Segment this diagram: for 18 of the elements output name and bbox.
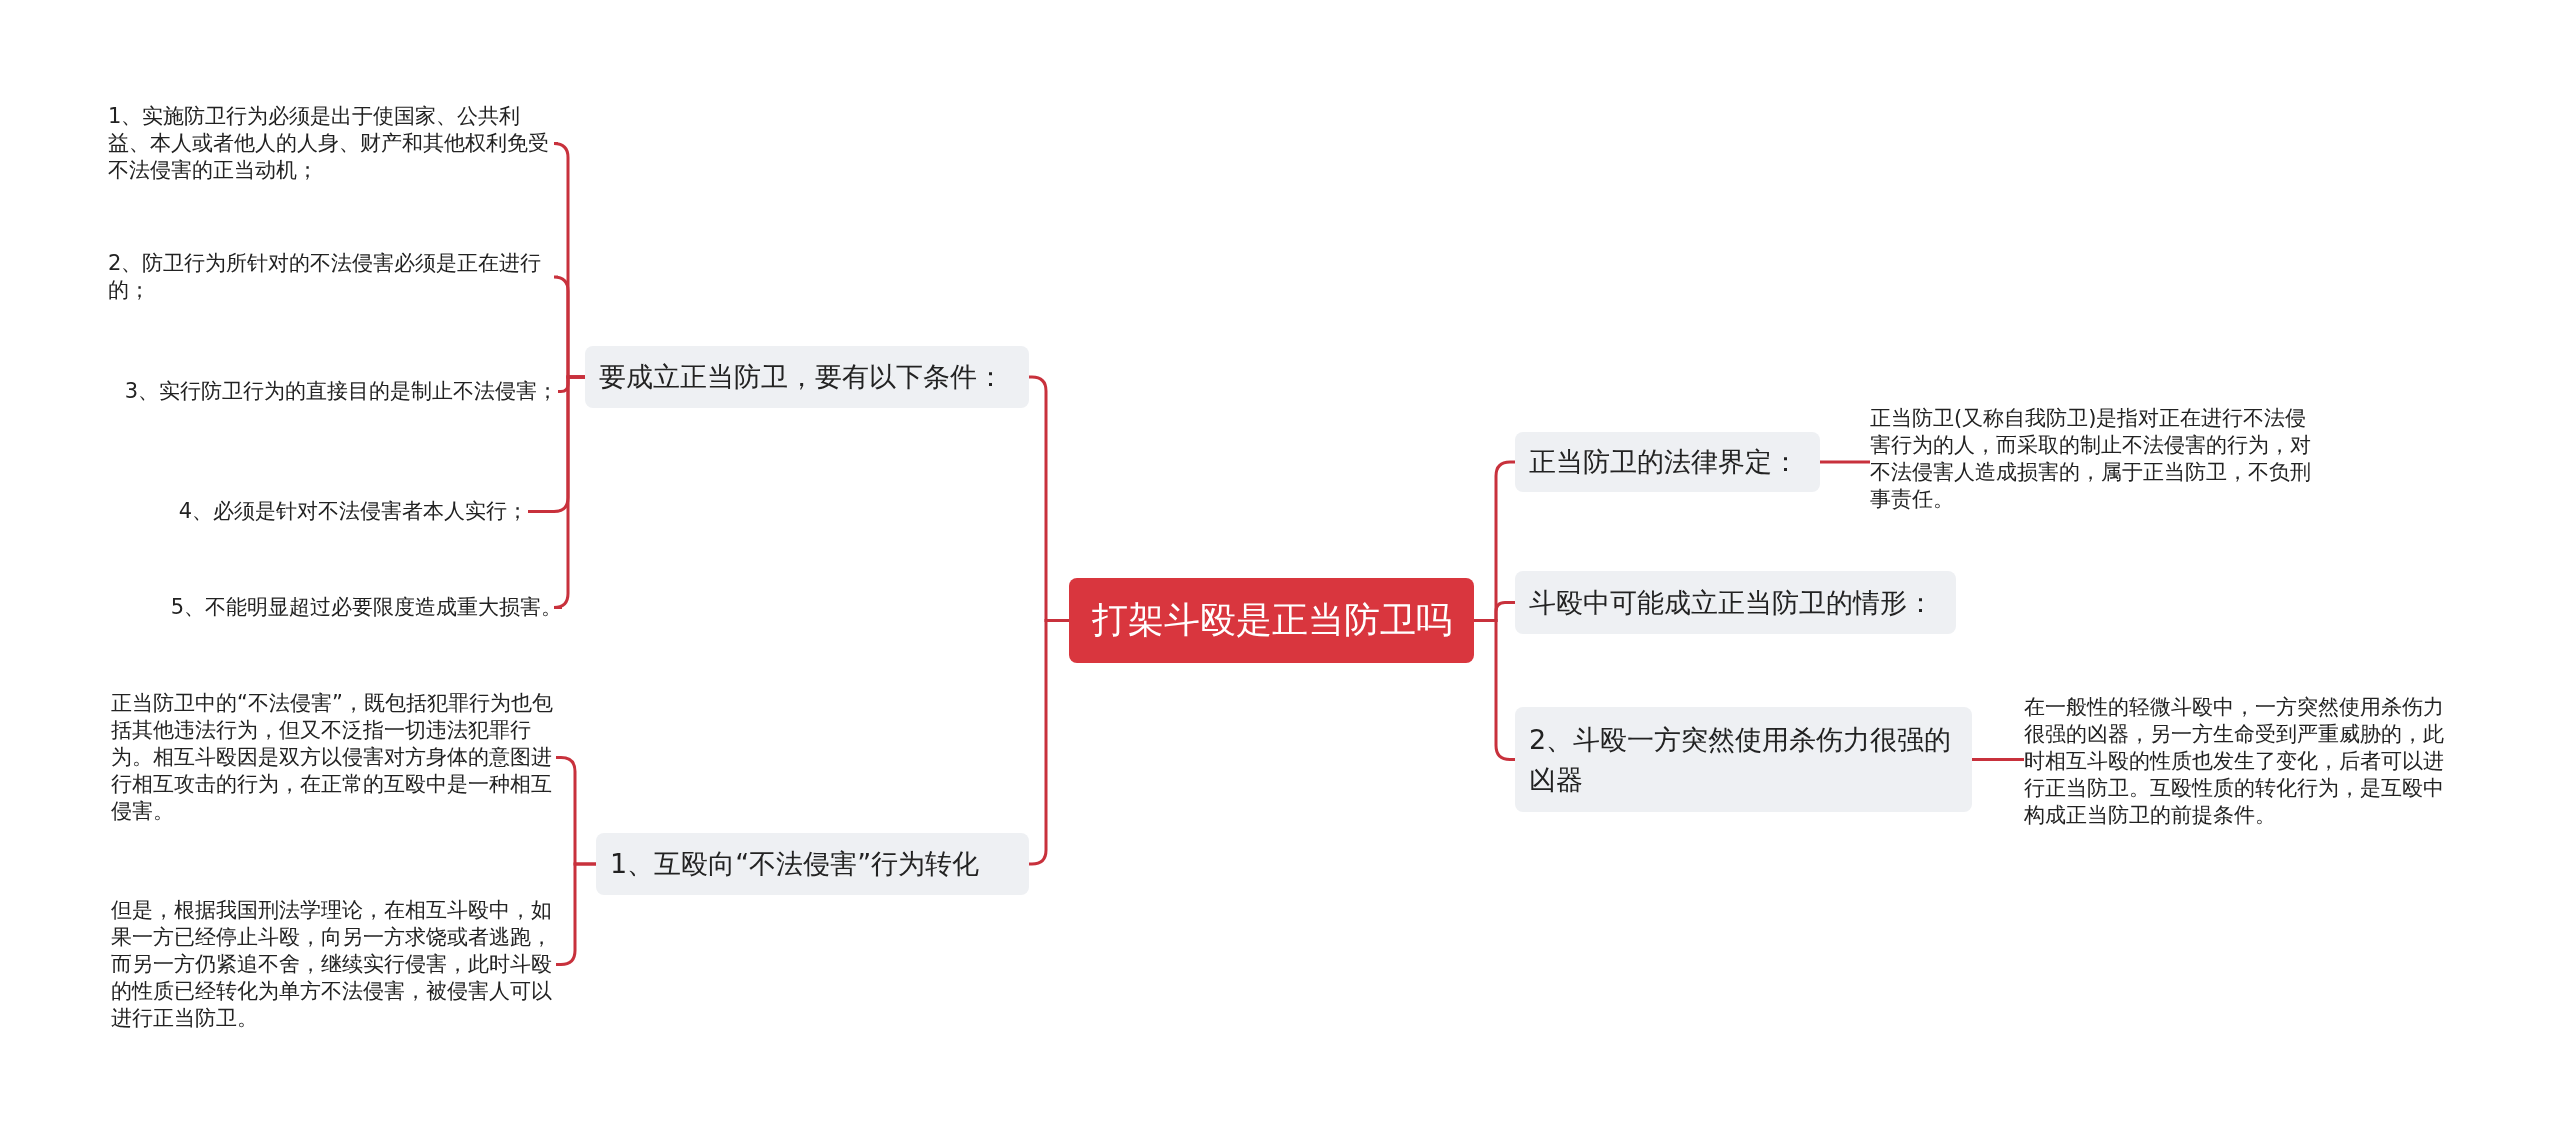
connector-line — [1474, 619, 1515, 761]
topic-box: 斗殴中可能成立正当防卫的情形： — [1515, 571, 1956, 634]
topic-box: 要成立正当防卫，要有以下条件： — [585, 346, 1029, 408]
connector-line — [1820, 460, 1870, 464]
note-text: 但是，根据我国刑法学理论，在相互斗殴中，如果一方已经停止斗殴，向另一方求饶或者逃跑，而另一方仍紧追不舍，继续实行侵害，此时斗殴的性质已经转化为单方不法侵害，被侵害人可以进行正当防卫。 — [111, 897, 556, 1032]
note-text: 3、实行防卫行为的直接目的是制止不法侵害； — [124, 378, 558, 405]
note-text: 5、不能明显超过必要限度造成重大损害。 — [170, 594, 562, 621]
central-topic: 打架斗殴是正当防卫吗 — [1069, 578, 1474, 663]
topic-box: 2、斗殴一方突然使用杀伤力很强的凶器 — [1515, 707, 1972, 812]
topic-box: 1、互殴向“不法侵害”行为转化 — [596, 833, 1029, 895]
note-text: 正当防卫(又称自我防卫)是指对正在进行不法侵害行为的人，而采取的制止不法侵害的行为，对不法侵害人造成损害的，属于正当防卫，不负刑事责任。 — [1870, 405, 2315, 513]
note-text: 1、实施防卫行为必须是出于使国家、公共利益、本人或者他人的人身、财产和其他权利免受不法侵害的正当动机； — [108, 103, 558, 184]
note-text: 2、防卫行为所针对的不法侵害必须是正在进行的； — [108, 250, 558, 304]
note-text: 在一般性的轻微斗殴中，一方突然使用杀伤力很强的凶器，另一方生命受到严重威胁的，此时相互斗殴的性质也发生了变化，后者可以进行正当防卫。互殴性质的转化行为，是互殴中构成正当防卫的前提条件。 — [2024, 694, 2464, 829]
note-text: 正当防卫中的“不法侵害”，既包括犯罪行为也包括其他违法行为，但又不泛指一切违法犯罪行为。相互斗殴因是双方以侵害对方身体的意图进行相互攻击的行为，在正常的互殴中是一种相互侵害。 — [111, 690, 556, 825]
topic-box: 正当防卫的法律界定： — [1515, 432, 1820, 492]
note-text: 4、必须是针对不法侵害者本人实行； — [178, 498, 528, 525]
connector-line — [1972, 758, 2024, 761]
